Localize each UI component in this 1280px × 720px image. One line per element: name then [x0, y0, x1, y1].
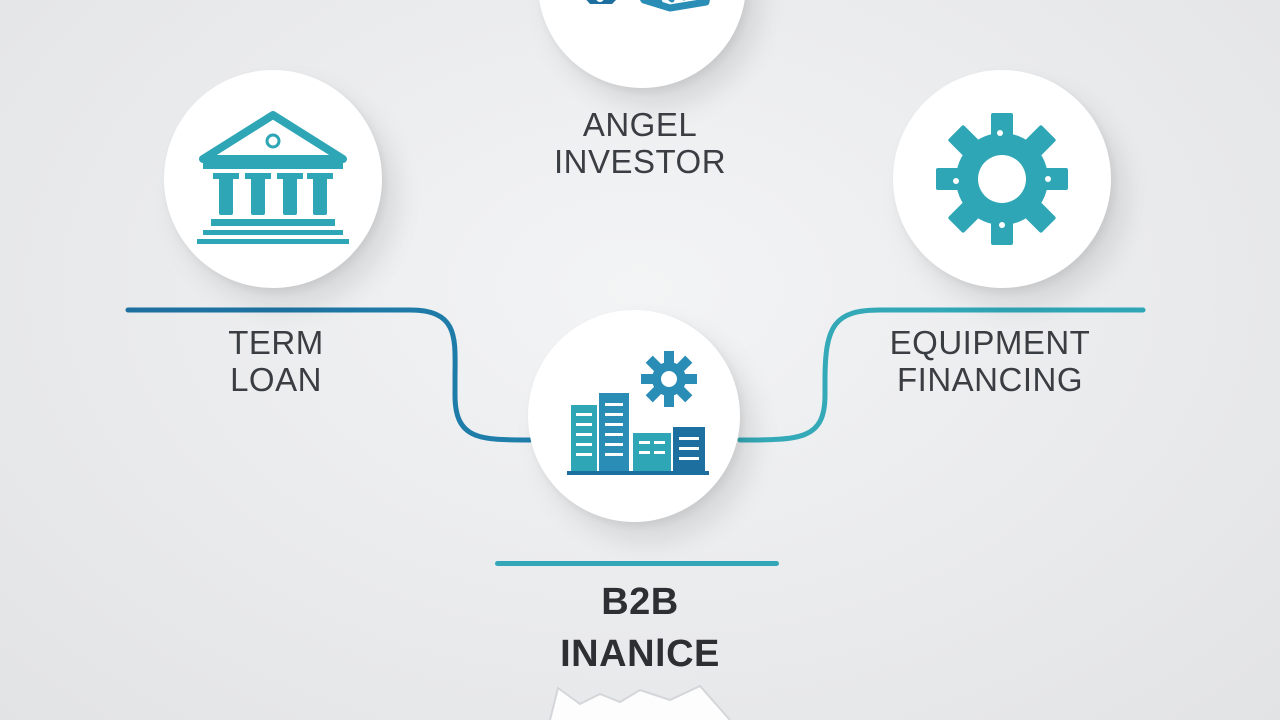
connector-equipment-financing: [737, 307, 1146, 443]
b2b-finance-line-1: B2B: [601, 581, 679, 623]
bottom-decoration-icon: [549, 684, 731, 720]
term-loan-circle: [164, 70, 382, 288]
connector-term-loan: [125, 307, 533, 443]
angel-investor-line-2: INVESTOR: [553, 143, 727, 180]
b2b-finance-label: B2B INANlCE: [540, 576, 740, 680]
angel-investor-label: ANGEL INVESTOR: [540, 106, 740, 180]
gear-icon: [936, 113, 1068, 245]
factory-buildings-gear-icon: [567, 351, 709, 475]
equipment-financing-line-2: FINANCING: [897, 361, 1083, 398]
equipment-financing-label: EQUIPMENT FINANCING: [880, 324, 1100, 398]
term-loan-line-1: TERM: [228, 324, 324, 361]
term-loan-label: TERM LOAN: [196, 324, 356, 398]
b2b-finance-circle: [528, 310, 740, 522]
term-loan-line-2: LOAN: [230, 361, 322, 398]
b2b-finance-line-2: INANlCE: [560, 633, 720, 675]
bank-building-icon: [197, 111, 349, 244]
handshake-icon: [578, 0, 710, 12]
equipment-financing-circle: [893, 70, 1111, 288]
angel-investor-line-1: ANGEL: [582, 106, 698, 143]
angel-investor-circle: [538, 0, 746, 88]
b2b-finance-underline: [495, 561, 779, 566]
equipment-financing-line-1: EQUIPMENT: [889, 324, 1091, 361]
